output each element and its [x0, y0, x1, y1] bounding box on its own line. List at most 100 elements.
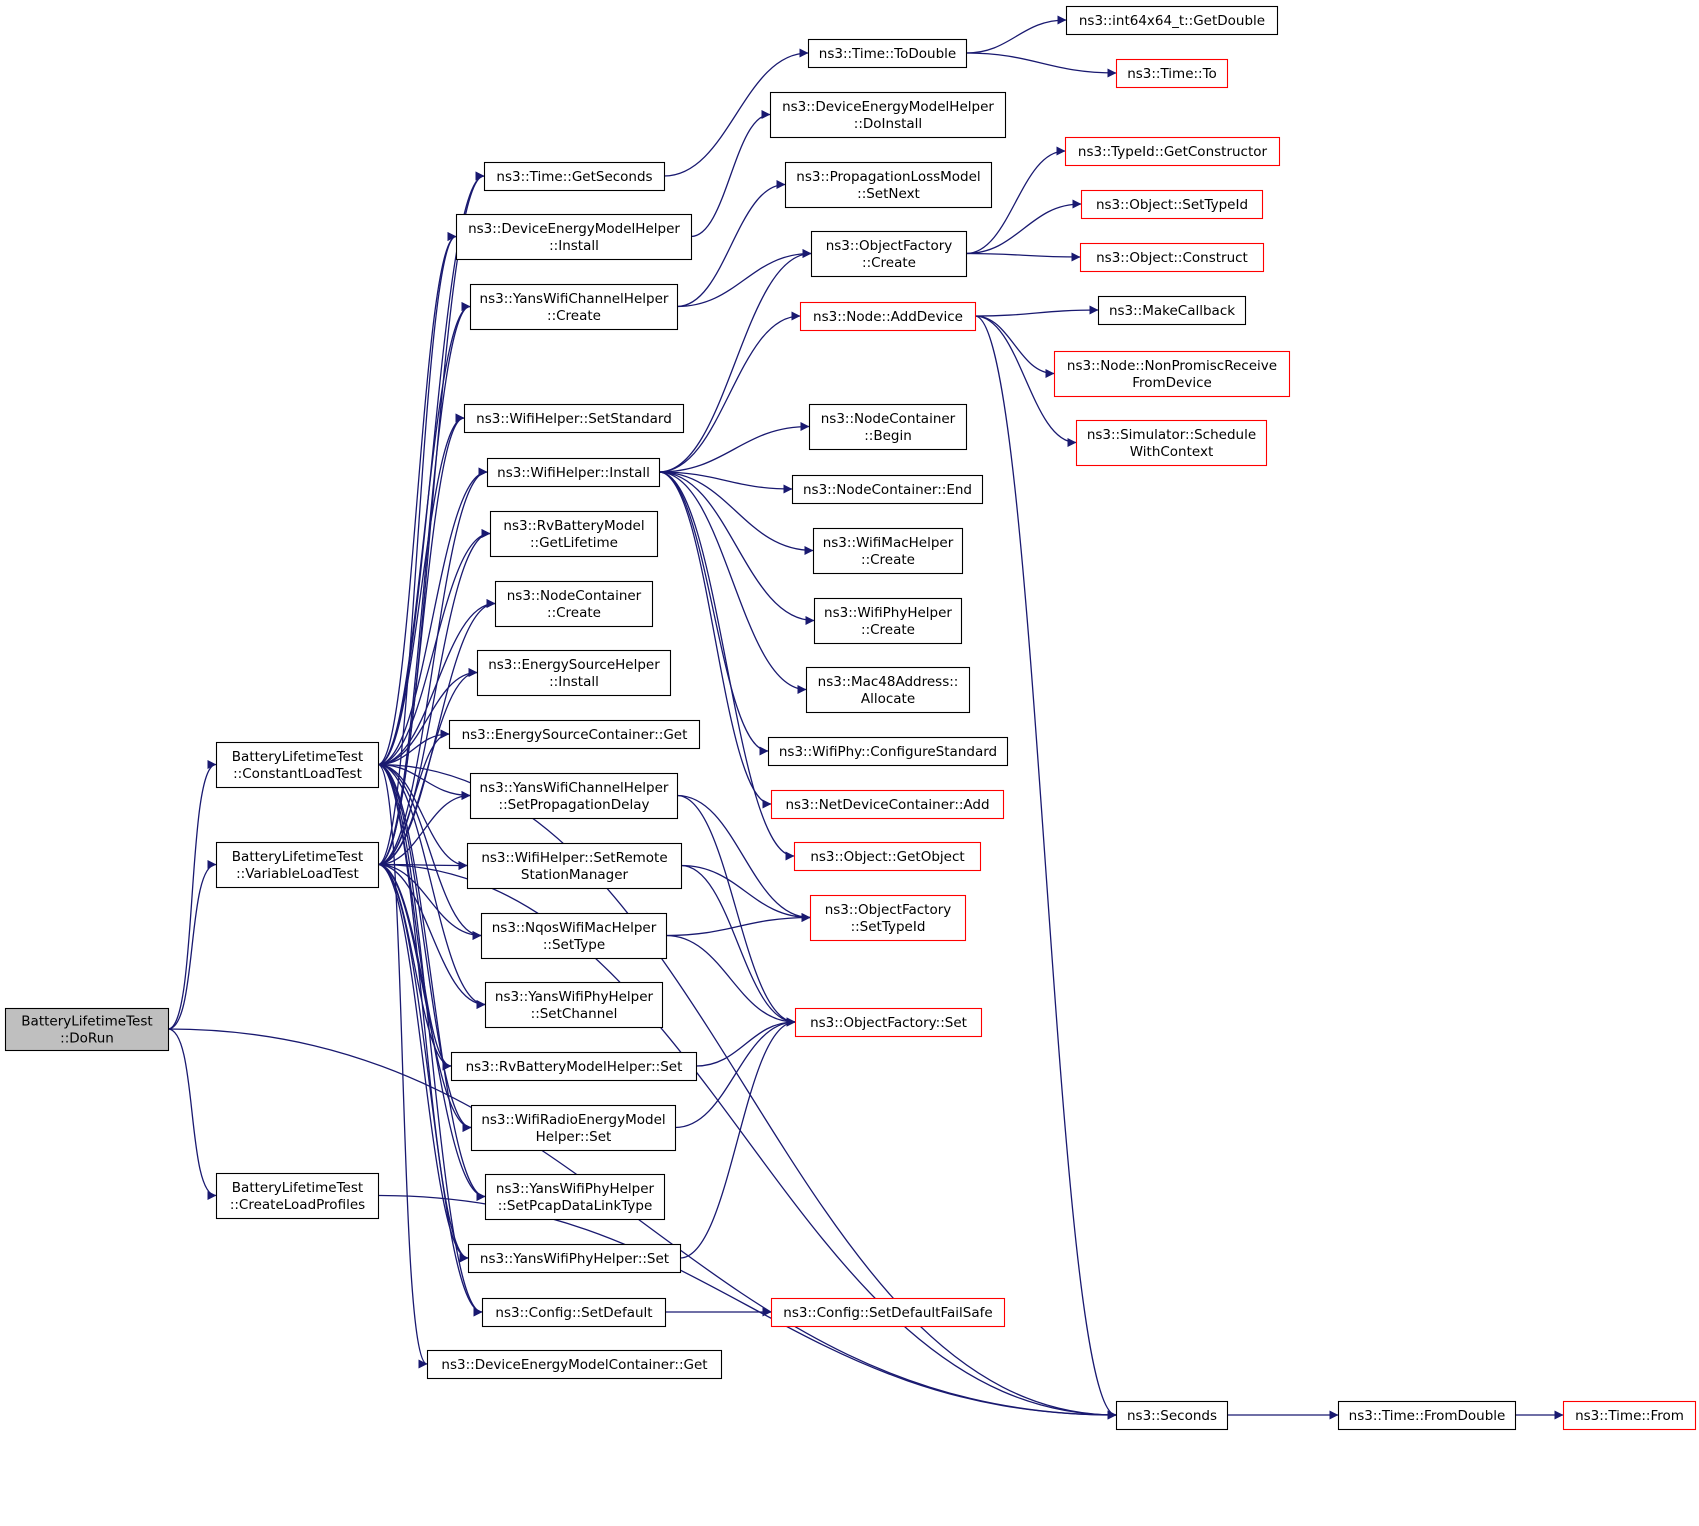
node-createprofiles[interactable]: BatteryLifetimeTest::CreateLoadProfiles	[215, 1172, 380, 1220]
node-label: ns3::Time::To	[1127, 66, 1217, 82]
node-netdevicecontainer-add[interactable]: ns3::NetDeviceContainer::Add	[770, 789, 1005, 820]
node-label: ::Install	[549, 674, 599, 690]
node-object-settypeid[interactable]: ns3::Object::SetTypeId	[1080, 189, 1264, 220]
call-edge-demhelper-install-to-dem-doinstall	[690, 110, 771, 238]
node-rvbatteryhelper-set[interactable]: ns3::RvBatteryModelHelper::Set	[450, 1051, 698, 1082]
node-box	[463, 403, 685, 434]
node-time-from[interactable]: ns3::Time::From	[1562, 1400, 1697, 1431]
call-edge-yanschannel-create-to-proploss-setnext	[676, 180, 786, 308]
call-edge-constantload-to-yanschannel-create	[377, 302, 471, 766]
call-edge-node-adddevice-to-node-nonpromisc	[974, 315, 1055, 378]
node-proploss-setnext[interactable]: ns3::PropagationLossModel::SetNext	[784, 161, 993, 209]
node-nqos-settype[interactable]: ns3::NqosWifiMacHelper::SetType	[480, 912, 668, 960]
node-energysourcecontainer-get[interactable]: ns3::EnergySourceContainer::Get	[448, 719, 701, 750]
node-time-todouble[interactable]: ns3::Time::ToDouble	[807, 38, 968, 69]
node-label: ns3::Time::ToDouble	[819, 46, 956, 62]
node-label: ns3::Node::AddDevice	[813, 309, 963, 325]
node-label: ::Create	[547, 308, 601, 324]
call-edge-variableload-to-seconds	[377, 863, 1117, 1420]
node-nodecontainer-end[interactable]: ns3::NodeContainer::End	[791, 474, 984, 505]
call-edge-nqos-settype-to-objectfactory-set	[665, 934, 796, 1027]
node-objectfactory-create[interactable]: ns3::ObjectFactory::Create	[810, 230, 968, 278]
node-label: ::Install	[549, 238, 599, 254]
node-rvbattery-getlifetime[interactable]: ns3::RvBatteryModel::GetLifetime	[489, 510, 659, 558]
node-wifihelper-setstandard[interactable]: ns3::WifiHelper::SetStandard	[463, 403, 685, 434]
node-time-fromdouble[interactable]: ns3::Time::FromDouble	[1337, 1400, 1517, 1431]
node-box	[810, 230, 968, 278]
node-typeid-getconstructor[interactable]: ns3::TypeId::GetConstructor	[1064, 136, 1281, 167]
node-label: ::Create	[861, 622, 915, 638]
node-label: WithContext	[1130, 444, 1214, 460]
node-getseconds[interactable]: ns3::Time::GetSeconds	[483, 161, 666, 192]
node-yansphy-setchannel[interactable]: ns3::YansWifiPhyHelper::SetChannel	[484, 981, 664, 1029]
node-label: ::SetPropagationDelay	[499, 797, 650, 813]
node-seconds[interactable]: ns3::Seconds	[1115, 1400, 1229, 1431]
node-yansphy-setpcap[interactable]: ns3::YansWifiPhyHelper::SetPcapDataLinkT…	[484, 1173, 666, 1221]
node-box	[1053, 350, 1291, 398]
node-box	[1065, 5, 1279, 36]
node-label: FromDevice	[1132, 375, 1212, 391]
call-edges	[167, 15, 1564, 1420]
node-demcontainer-get[interactable]: ns3::DeviceEnergyModelContainer::Get	[426, 1349, 723, 1380]
node-mac48-allocate[interactable]: ns3::Mac48Address::Allocate	[805, 666, 971, 714]
node-makecallback[interactable]: ns3::MakeCallback	[1097, 295, 1247, 326]
node-wifiphy-create[interactable]: ns3::WifiPhyHelper::Create	[813, 597, 963, 645]
node-constantload[interactable]: BatteryLifetimeTest::ConstantLoadTest	[215, 741, 380, 789]
node-label: Helper::Set	[536, 1129, 612, 1145]
node-box	[1115, 1400, 1229, 1431]
node-variableload[interactable]: BatteryLifetimeTest::VariableLoadTest	[215, 841, 380, 889]
node-object-getobject[interactable]: ns3::Object::GetObject	[793, 841, 982, 872]
call-edge-variableload-to-yanschannel-create	[377, 302, 471, 866]
node-yanschannel-setpropdelay[interactable]: ns3::YansWifiChannelHelper::SetPropagati…	[469, 772, 679, 820]
node-wifihelper-install[interactable]: ns3::WifiHelper::Install	[486, 457, 661, 488]
node-label: ns3::YansWifiPhyHelper	[496, 1181, 655, 1197]
call-edge-yanschannel-setpropdelay-to-objectfactory-settypeid	[676, 794, 811, 922]
node-box	[470, 1104, 677, 1152]
node-nodecontainer-create[interactable]: ns3::NodeContainer::Create	[494, 580, 654, 628]
node-label: Allocate	[861, 691, 915, 707]
node-label: ns3::WifiRadioEnergyModel	[481, 1112, 665, 1128]
node-label: ns3::DeviceEnergyModelContainer::Get	[441, 1357, 707, 1373]
node-nodecontainer-begin[interactable]: ns3::NodeContainer::Begin	[808, 403, 968, 451]
node-box	[770, 789, 1005, 820]
node-objectfactory-set[interactable]: ns3::ObjectFactory::Set	[794, 1007, 983, 1038]
node-wifimac-create[interactable]: ns3::WifiMacHelper::Create	[812, 527, 964, 575]
call-edge-dorun-to-variableload	[167, 860, 217, 1030]
node-label: ns3::WifiHelper::SetStandard	[476, 411, 672, 427]
node-demhelper-install[interactable]: ns3::DeviceEnergyModelHelper::Install	[455, 213, 693, 261]
node-yansphy-set[interactable]: ns3::YansWifiPhyHelper::Set	[467, 1243, 682, 1274]
node-label: ns3::DeviceEnergyModelHelper	[468, 221, 680, 237]
node-yanschannel-create[interactable]: ns3::YansWifiChannelHelper::Create	[469, 283, 679, 331]
node-config-setdefaultfailsafe[interactable]: ns3::Config::SetDefaultFailSafe	[770, 1297, 1006, 1328]
node-box	[769, 91, 1007, 139]
node-config-setdefault[interactable]: ns3::Config::SetDefault	[481, 1297, 667, 1328]
node-objectfactory-settypeid[interactable]: ns3::ObjectFactory::SetTypeId	[809, 894, 967, 942]
node-energysource-install[interactable]: ns3::EnergySourceHelper::Install	[476, 649, 672, 697]
node-label: ns3::WifiPhy::ConfigureStandard	[779, 744, 997, 760]
node-box	[450, 1051, 698, 1082]
node-box	[215, 841, 380, 889]
node-int64-getdouble[interactable]: ns3::int64x64_t::GetDouble	[1065, 5, 1279, 36]
node-label: ns3::WifiPhyHelper	[824, 605, 952, 621]
node-wifiphy-configure[interactable]: ns3::WifiPhy::ConfigureStandard	[767, 736, 1009, 767]
call-edge-variableload-to-wifiradio-set	[377, 863, 472, 1132]
node-label: ns3::TypeId::GetConstructor	[1078, 144, 1268, 160]
call-edge-constantload-to-energysourcecontainer-get	[377, 729, 450, 766]
node-time-to[interactable]: ns3::Time::To	[1115, 58, 1229, 89]
node-label: BatteryLifetimeTest	[21, 1014, 152, 1030]
call-edge-variableload-to-config-setdefault	[377, 863, 483, 1317]
node-label: ::GetLifetime	[530, 535, 618, 551]
call-edge-time-todouble-to-int64-getdouble	[965, 15, 1067, 54]
node-dorun[interactable]: BatteryLifetimeTest::DoRun	[4, 1007, 170, 1052]
node-object-construct[interactable]: ns3::Object::Construct	[1079, 242, 1265, 273]
node-dem-doinstall[interactable]: ns3::DeviceEnergyModelHelper::DoInstall	[769, 91, 1007, 139]
node-box	[805, 666, 971, 714]
node-node-adddevice[interactable]: ns3::Node::AddDevice	[799, 301, 977, 332]
node-box	[791, 474, 984, 505]
node-label: ns3::Config::SetDefaultFailSafe	[783, 1305, 992, 1321]
node-box	[480, 912, 668, 960]
